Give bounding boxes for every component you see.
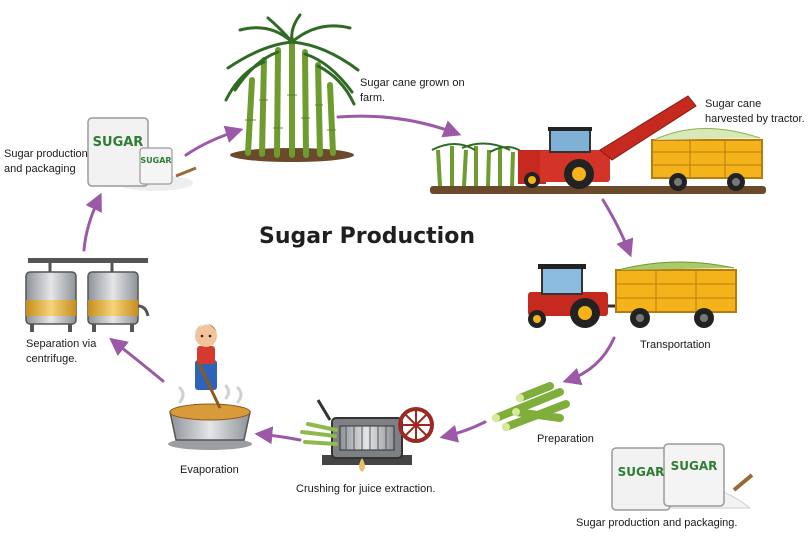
centrifuge-left (25, 271, 77, 332)
arrow-package-to-grow (184, 125, 244, 157)
label-preparation: Preparation (537, 433, 594, 445)
crushing-machine-icon (300, 399, 434, 472)
arrow-prep-to-crush (439, 420, 487, 443)
bag-label-left-small: SUGAR (140, 156, 171, 165)
sugar-bags-right-icon: SUGAR SUGAR (611, 443, 754, 511)
evaporation-pot-icon (168, 384, 252, 450)
diagram-title: Sugar Production (259, 224, 475, 249)
arrow-evap-to-separate (109, 337, 165, 383)
label-transportation: Transportation (640, 339, 711, 351)
arrow-grow-to-harvest (336, 114, 462, 138)
sugar-bags-left-icon: SUGAR SUGAR (87, 117, 197, 191)
boy-stirring-icon (195, 324, 222, 409)
arrow-harvest-to-transport (601, 198, 634, 258)
cut-cane-bundle-icon (492, 382, 570, 431)
label-harvested: Sugar cane harvested by tractor. (705, 98, 805, 125)
label-packaging-left: Sugar production and packaging (4, 148, 88, 175)
sugar-cane-field-icon (224, 13, 360, 162)
bag-label-left-big: SUGAR (93, 135, 144, 150)
arrow-crush-to-evap (254, 426, 302, 445)
centrifuge-right (87, 271, 139, 332)
harvesting-tractor-icon (430, 95, 766, 194)
centrifuge-machines-icon (25, 258, 150, 332)
cycle-arrows (82, 114, 634, 445)
transport-tractor-icon (528, 261, 737, 328)
label-separation: Separation via centrifuge. (26, 338, 97, 365)
bag-label-right-a: SUGAR (618, 465, 665, 479)
label-grown-on-farm: Sugar cane grown on farm. (360, 77, 465, 104)
arrow-transport-to-prep (562, 336, 616, 386)
label-crushing: Crushing for juice extraction. (296, 483, 436, 495)
bag-label-right-b: SUGAR (671, 459, 718, 473)
label-evaporation: Evaporation (180, 464, 239, 476)
arrow-separate-to-package (82, 192, 102, 252)
label-packaging-bottom: Sugar production and packaging. (576, 517, 738, 529)
